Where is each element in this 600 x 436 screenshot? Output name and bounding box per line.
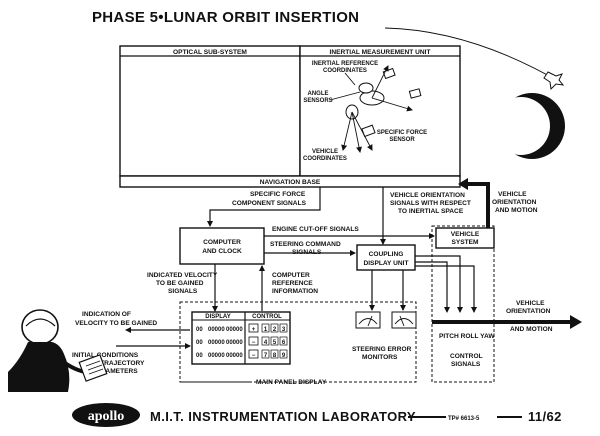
coupling-label-2: DISPLAY UNIT xyxy=(363,260,408,267)
astronaut-icon xyxy=(8,309,108,392)
lab-name: M.I.T. INSTRUMENTATION LABORATORY xyxy=(150,409,416,424)
coupling-display-unit-block xyxy=(356,244,416,271)
key-minus[interactable]: − xyxy=(252,340,256,346)
indication-velocity-label: INDICATION OF xyxy=(82,311,131,318)
steering-error-label: STEERING ERROR xyxy=(352,346,412,353)
steering-command-label: STEERING COMMAND xyxy=(270,241,341,248)
optical-subsystem-block xyxy=(119,45,301,177)
computer-label-2: AND CLOCK xyxy=(202,248,242,255)
display-label: DISPLAY xyxy=(205,314,230,320)
output-orientation-label-3: AND MOTION xyxy=(510,326,553,333)
vehicle-orientation-signal-label-2: SIGNALS WITH RESPECT xyxy=(390,200,471,207)
imu-angle-label-2: SENSORS xyxy=(303,98,332,104)
readout-row-1-b: 00000 xyxy=(208,327,225,333)
navigation-base-label: NAVIGATION BASE xyxy=(260,179,321,186)
readout-row-3-a: 00 xyxy=(196,353,203,359)
imu-inertial-ref-label-2: COORDINATES xyxy=(323,68,367,74)
readout-row-2-b: 00000 xyxy=(208,340,225,346)
computer-label: COMPUTER xyxy=(203,239,241,246)
vehicle-motion-label: VEHICLE xyxy=(498,191,527,198)
moon-icon xyxy=(492,93,565,159)
vehicle-motion-label-3: AND MOTION xyxy=(495,207,538,214)
computer-reference-label-2: REFERENCE xyxy=(272,280,313,287)
control-label: CONTROL xyxy=(252,314,282,320)
apollo-logo: apollo xyxy=(72,403,140,427)
imu-inertial-ref-label: INERTIAL REFERENCE xyxy=(312,61,378,67)
imu-label: INERTIAL MEASUREMENT UNIT xyxy=(330,49,431,56)
key-plus[interactable]: + xyxy=(252,327,256,333)
computer-reference-label-3: INFORMATION xyxy=(272,288,318,295)
engine-cutoff-label: ENGINE CUT-OFF SIGNALS xyxy=(272,226,359,233)
imu-vehicle-coord-label-2: COORDINATES xyxy=(303,156,347,162)
steering-error-label-2: MONITORS xyxy=(362,354,398,361)
main-panel-label: MAIN PANEL DISPLAY xyxy=(256,379,327,386)
dsky-keypad: + − − 1 2 3 4 5 6 7 8 9 xyxy=(248,323,288,359)
output-orientation-label-2: ORIENTATION xyxy=(506,308,551,315)
key-minus-2[interactable]: − xyxy=(252,353,256,359)
pitch-roll-yaw-label: PITCH ROLL YAW xyxy=(439,333,495,340)
readout-row-1-a: 00 xyxy=(196,327,203,333)
imu-specific-force-label: SPECIFIC FORCE xyxy=(377,130,427,136)
indicated-velocity-label: INDICATED VELOCITY xyxy=(147,272,218,279)
document-date: 11/62 xyxy=(528,409,562,424)
key-3[interactable]: 3 xyxy=(282,327,286,333)
vehicle-system-block xyxy=(435,227,495,249)
indication-velocity-label-2: VELOCITY TO BE GAINED xyxy=(75,320,157,327)
key-6[interactable]: 6 xyxy=(282,340,286,346)
key-4[interactable]: 4 xyxy=(264,340,268,346)
spacecraft-icon xyxy=(543,71,565,91)
dsky-display-readouts: 00 00000 00000 00 00000 00000 00 00000 0… xyxy=(196,327,243,359)
gyro-gimbal-icon xyxy=(329,65,422,153)
optical-subsystem-label: OPTICAL SUB-SYSTEM xyxy=(173,49,247,56)
imu-specific-force-label-2: SENSOR xyxy=(389,137,415,143)
vehicle-system-label: VEHICLE xyxy=(451,231,480,238)
specific-force-signal-label: SPECIFIC FORCE xyxy=(250,191,306,198)
imu-vehicle-coord-label: VEHICLE xyxy=(312,149,338,155)
trajectory-line xyxy=(384,27,561,83)
readout-row-1-c: 00000 xyxy=(226,327,243,333)
key-7[interactable]: 7 xyxy=(264,353,268,359)
coupling-label: COUPLING xyxy=(369,251,404,258)
vehicle-system-dashed-frame xyxy=(431,225,495,383)
initial-conditions-label-3: PARAMETERS xyxy=(92,368,138,375)
vehicle-orientation-signal-label: VEHICLE ORIENTATION xyxy=(390,192,465,199)
control-signals-label-2: SIGNALS xyxy=(451,361,481,368)
main-panel-dashed-frame xyxy=(179,301,417,383)
indicated-velocity-label-2: TO BE GAINED xyxy=(156,280,204,287)
navigation-base-block xyxy=(119,175,461,188)
output-orientation-label: VEHICLE xyxy=(516,300,545,307)
indicated-velocity-label-3: SIGNALS xyxy=(168,288,198,295)
steering-error-monitor-gauges xyxy=(355,311,417,329)
computer-clock-block xyxy=(179,227,265,265)
imu-angle-label: ANGLE xyxy=(308,91,329,97)
control-signals-label: CONTROL xyxy=(450,353,483,360)
key-9[interactable]: 9 xyxy=(282,353,286,359)
vehicle-orientation-signal-label-3: TO INERTIAL SPACE xyxy=(398,208,464,215)
readout-row-2-a: 00 xyxy=(196,340,203,346)
specific-force-signal-label-2: COMPONENT SIGNALS xyxy=(232,200,307,207)
diagram-title: PHASE 5•LUNAR ORBIT INSERTION xyxy=(92,9,359,26)
readout-row-3-c: 00000 xyxy=(226,353,243,359)
key-5[interactable]: 5 xyxy=(273,340,277,346)
vehicle-motion-label-2: ORIENTATION xyxy=(492,199,537,206)
readout-row-3-b: 00000 xyxy=(208,353,225,359)
initial-conditions-label-2: AND TRAJECTORY xyxy=(84,360,145,367)
key-2[interactable]: 2 xyxy=(273,327,277,333)
imu-block xyxy=(299,45,461,177)
steering-command-label-2: SIGNALS xyxy=(292,249,322,256)
readout-row-2-c: 00000 xyxy=(226,340,243,346)
reference-number: TP# 6613-5 xyxy=(448,416,480,422)
vehicle-system-label-2: SYSTEM xyxy=(451,239,479,246)
computer-reference-label: COMPUTER xyxy=(272,272,310,279)
apollo-logo-text: apollo xyxy=(88,409,125,424)
key-8[interactable]: 8 xyxy=(273,353,277,359)
key-1[interactable]: 1 xyxy=(264,327,268,333)
initial-conditions-label: INITIAL CONDITIONS xyxy=(72,352,139,359)
